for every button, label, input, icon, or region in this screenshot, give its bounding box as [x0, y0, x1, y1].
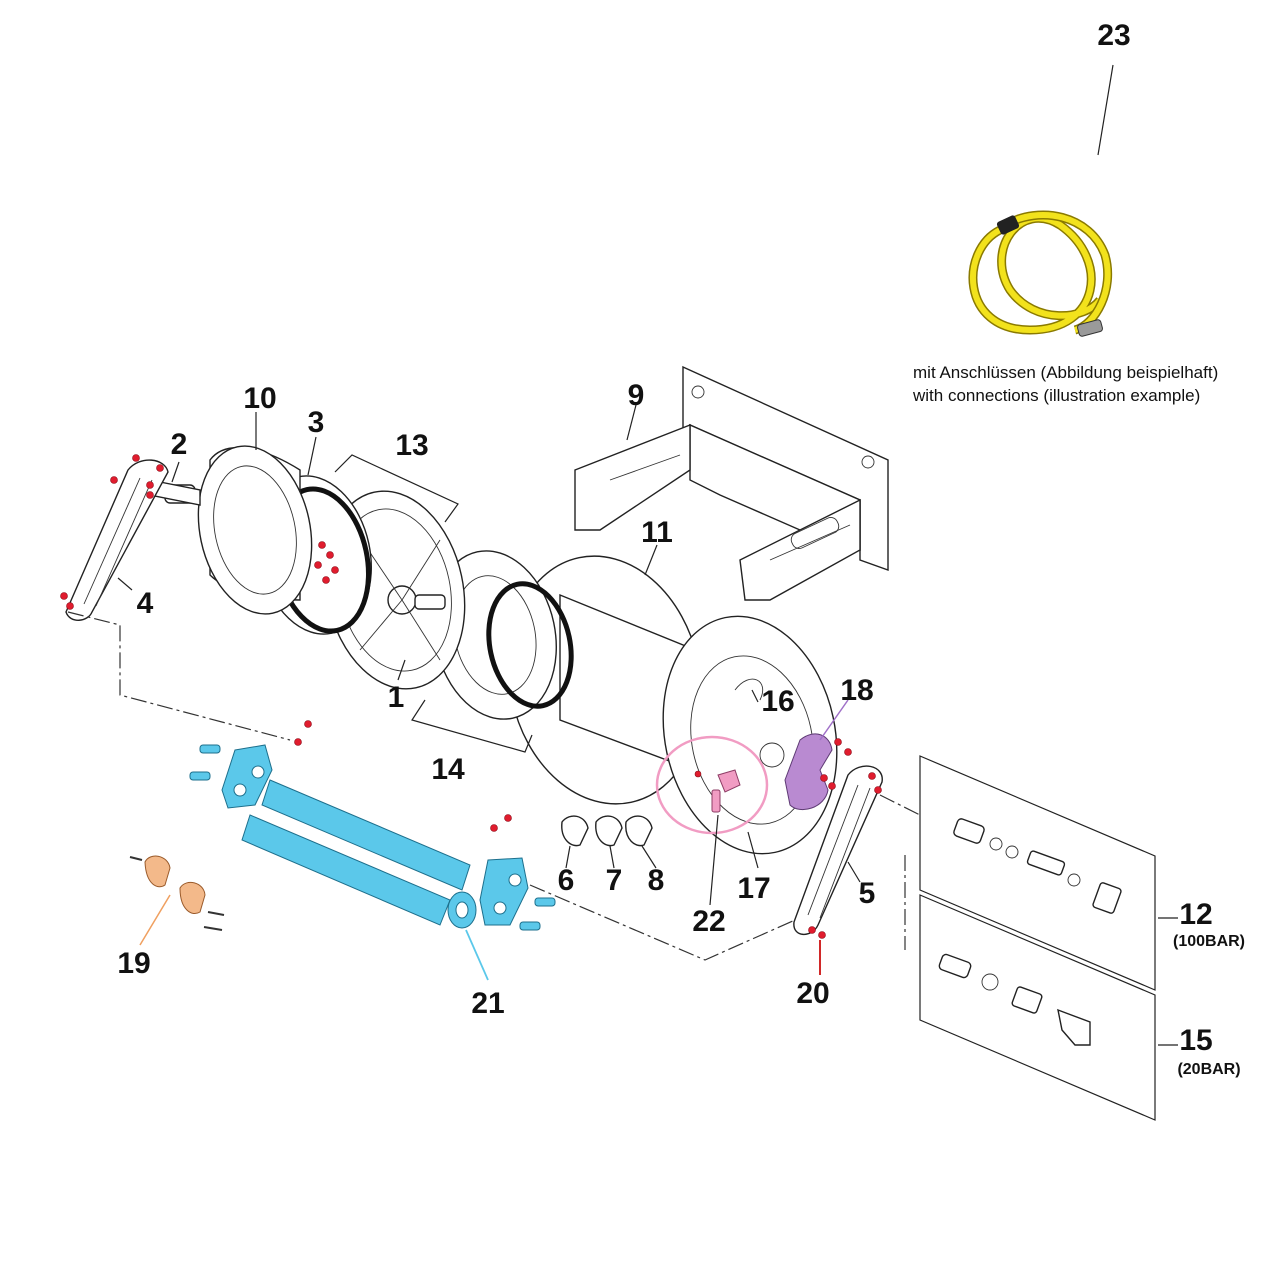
hose-note: mit Anschlüssen (Abbildung beispielhaft)… — [912, 363, 1218, 405]
label-part-16: 16 — [761, 685, 794, 718]
hose-note-german: mit Anschlüssen (Abbildung beispielhaft) — [913, 363, 1218, 382]
label-part-8: 8 — [648, 864, 665, 897]
label-part-23: 23 — [1097, 19, 1130, 52]
label-part-10: 10 — [243, 382, 276, 415]
label-part-20: 20 — [796, 977, 829, 1010]
label-part-17: 17 — [737, 872, 770, 905]
label-part-6: 6 — [558, 864, 575, 897]
wall-bracket-9 — [574, 365, 889, 601]
mounting-kit-21 — [189, 744, 556, 931]
fitting-kit-12 — [919, 755, 1156, 991]
label-part-15: 15 — [1179, 1024, 1212, 1057]
label-part-1: 1 — [388, 681, 405, 714]
spring-latch-22 — [694, 769, 741, 813]
label-part-12-rating: (100BAR) — [1173, 933, 1245, 950]
hose-assembly-23 — [968, 210, 1113, 337]
swing-arm-5 — [793, 765, 883, 939]
clamp-7 — [595, 815, 623, 847]
label-part-4: 4 — [137, 587, 154, 620]
fitting-kit-15 — [919, 894, 1156, 1121]
group-bracket-14 — [411, 699, 533, 753]
brake-pad-18 — [784, 733, 852, 810]
label-part-5: 5 — [859, 877, 876, 910]
clamp-6 — [561, 815, 589, 847]
assembly-dash-lines — [67, 611, 921, 961]
label-part-14: 14 — [431, 753, 465, 786]
label-part-11: 11 — [641, 516, 673, 549]
leader-lines — [117, 64, 1178, 1046]
label-part-13: 13 — [395, 429, 428, 462]
coupling-19 — [129, 855, 225, 931]
screws-kit-21 — [294, 720, 512, 832]
label-part-7: 7 — [606, 864, 623, 897]
label-part-21: 21 — [471, 987, 504, 1020]
swing-arm-4 — [60, 454, 169, 621]
label-part-19: 19 — [117, 947, 150, 980]
label-part-12: 12 — [1179, 898, 1212, 931]
label-part-18: 18 — [840, 674, 873, 707]
label-part-2: 2 — [171, 428, 188, 461]
label-part-9: 9 — [628, 379, 645, 412]
label-part-22: 22 — [692, 905, 725, 938]
hose-note-english: with connections (illustration example) — [912, 386, 1200, 405]
highlight-ring-17 — [655, 735, 769, 835]
clamp-8 — [625, 815, 653, 847]
label-part-3: 3 — [308, 406, 325, 439]
part-number-labels: 23 10 3 2 13 9 11 4 1 16 18 14 6 7 8 17 … — [117, 19, 1245, 1078]
group-bracket-13 — [334, 454, 459, 523]
label-part-15-rating: (20BAR) — [1177, 1061, 1240, 1078]
